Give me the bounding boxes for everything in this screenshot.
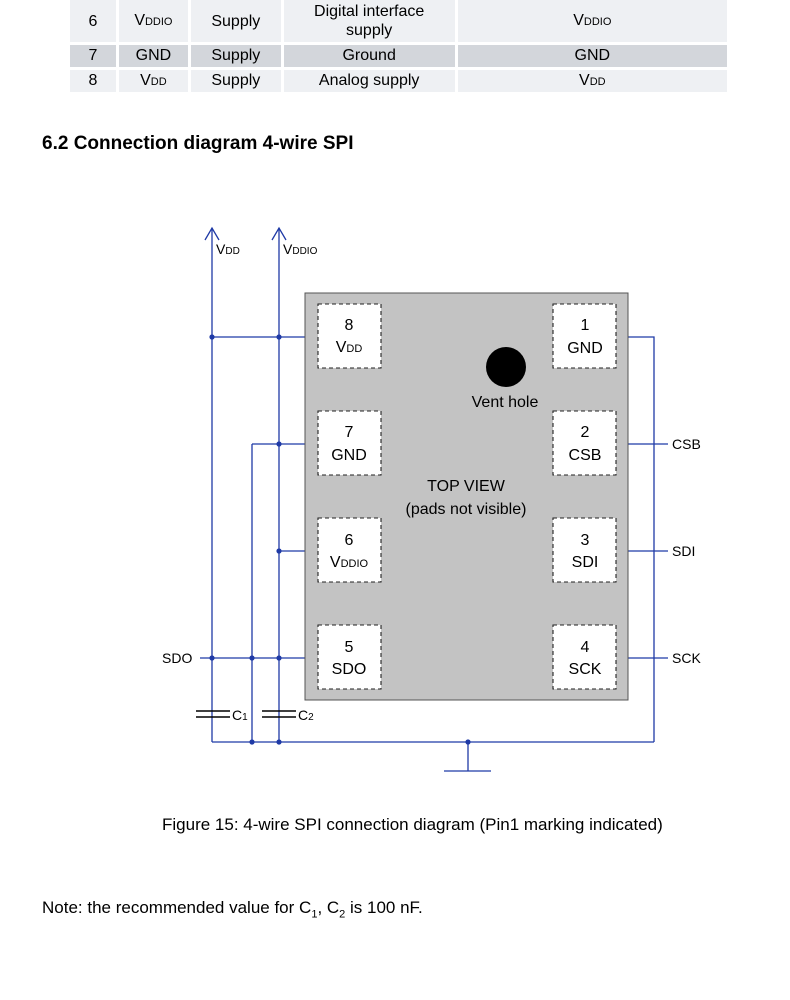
pin-io: Supply — [190, 45, 284, 70]
pad-number: 6 — [345, 532, 354, 549]
c1-label: C1 — [232, 707, 248, 723]
junction-dot — [276, 441, 282, 447]
pin-number: 8 — [70, 70, 119, 95]
pad-6 — [317, 517, 382, 583]
vdd-arrow — [204, 226, 220, 241]
vent-hole — [486, 347, 526, 387]
pad-8 — [317, 303, 382, 369]
pad-number: 4 — [581, 639, 590, 656]
junction-dot — [276, 548, 282, 554]
pad1-wire — [617, 336, 655, 742]
pad-label: SDO — [332, 661, 367, 678]
table-row: 7 GND Supply Ground GND — [70, 45, 730, 70]
pin-connect: GND — [457, 45, 730, 70]
pad-number: 3 — [581, 532, 590, 549]
vddio-label: VDDIO — [283, 241, 318, 257]
pad-label: VDDIO — [330, 554, 369, 571]
pin-name: GND — [118, 45, 191, 70]
junction-dot — [209, 334, 215, 340]
pad-4 — [552, 624, 617, 690]
c2-label: C2 — [298, 707, 314, 723]
pad-3 — [552, 517, 617, 583]
pad-7 — [317, 410, 382, 476]
junction-dot — [276, 655, 282, 661]
junction-dot — [249, 739, 255, 745]
sdi-signal-label: SDI — [672, 543, 695, 559]
csb-signal-label: CSB — [672, 436, 701, 452]
note-text: Note: the recommended value for C1, C2 i… — [42, 898, 423, 921]
top-view-note: (pads not visible) — [406, 501, 527, 518]
vddio-arrow — [271, 226, 287, 241]
section-title: 6.2 Connection diagram 4-wire SPI — [42, 133, 354, 154]
pad-number: 7 — [345, 424, 354, 441]
vdd-label: VDD — [216, 241, 240, 257]
sdo-signal-label: SDO — [162, 650, 192, 666]
pin-connect: VDDIO — [457, 0, 730, 45]
connection-diagram: 8 VDD 7 GND 6 VDDIO 5 SDO 1 GND 2 CSB 3 … — [162, 226, 701, 772]
top-view-label: TOP VIEW — [427, 478, 506, 495]
junction-dot — [209, 655, 215, 661]
pin-description: Ground — [283, 45, 458, 70]
junction-dot — [465, 739, 471, 745]
pad-label: GND — [331, 447, 367, 464]
table-row: 8 VDD Supply Analog supply VDD — [70, 70, 730, 95]
pin-number: 6 — [70, 0, 119, 45]
sck-signal-label: SCK — [672, 650, 701, 666]
pad-5 — [317, 624, 382, 690]
pad-number: 2 — [581, 424, 590, 441]
junction-dot — [276, 334, 282, 340]
figure-caption: Figure 15: 4-wire SPI connection diagram… — [162, 815, 663, 834]
pin-description: Analog supply — [283, 70, 458, 95]
pad-label: SCK — [569, 661, 602, 678]
vent-hole-label: Vent hole — [472, 394, 539, 411]
pad-2 — [552, 410, 617, 476]
pin-name: VDDIO — [118, 0, 191, 45]
pad-number: 5 — [345, 639, 354, 656]
pin-number: 7 — [70, 45, 119, 70]
pad-1 — [552, 303, 617, 369]
pad-label: VDD — [336, 339, 363, 356]
pin-io: Supply — [190, 70, 284, 95]
pad-label: CSB — [569, 447, 602, 464]
pin-io: Supply — [190, 0, 284, 45]
pad-number: 1 — [581, 317, 590, 334]
junction-dot — [276, 739, 282, 745]
pin-name: VDD — [118, 70, 191, 95]
pad-label: GND — [567, 340, 603, 357]
pad-number: 8 — [345, 317, 354, 334]
pad-label: SDI — [572, 554, 599, 571]
junction-dot — [249, 655, 255, 661]
pin-connect: VDD — [457, 70, 730, 95]
